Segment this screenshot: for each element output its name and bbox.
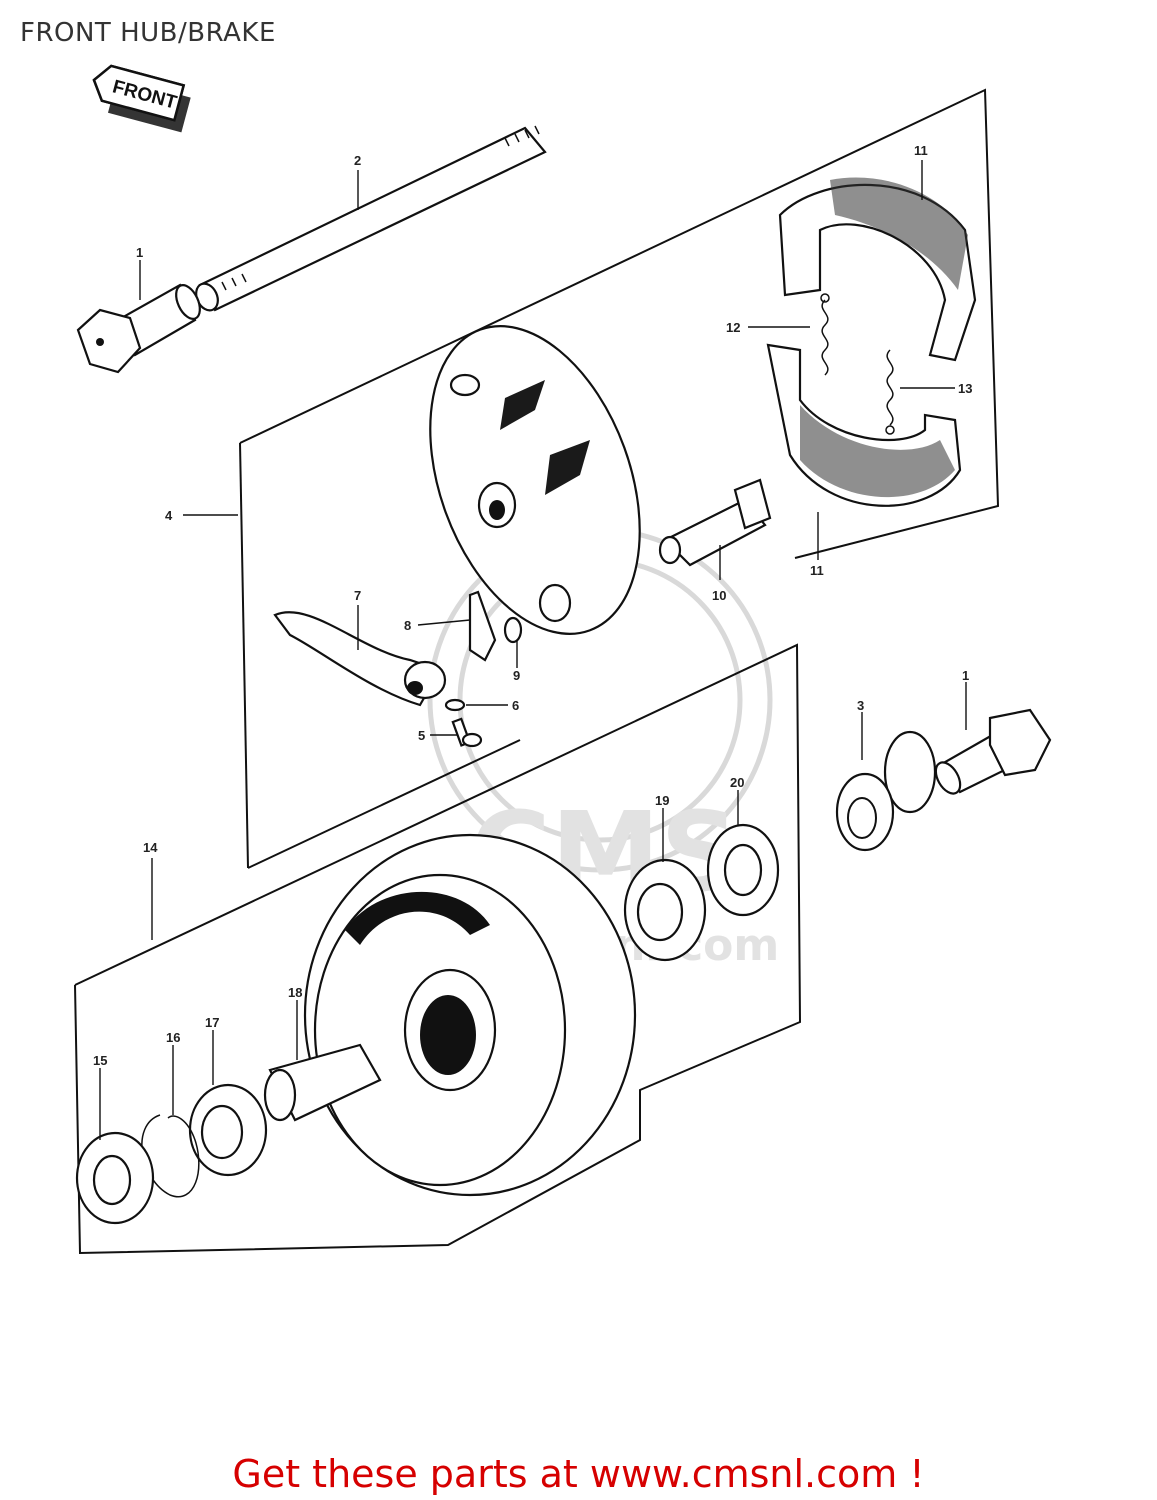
lever-bolt [451, 717, 483, 748]
axle-bolt-right [934, 708, 1052, 795]
brake-spring-13 [885, 349, 895, 435]
part-label-6: 6 [512, 698, 519, 713]
front-direction-arrow: FRONT [92, 64, 191, 133]
wheel-hub [303, 833, 637, 1197]
part-label-17: 17 [205, 1015, 219, 1030]
part-label-1-right: 1 [962, 668, 969, 683]
page-title: FRONT HUB/BRAKE [20, 18, 276, 48]
part-label-20: 20 [730, 775, 744, 790]
brake-lever [273, 611, 447, 707]
part-label-11-bottom: 11 [810, 563, 824, 578]
part-label-7: 7 [354, 588, 361, 603]
part-label-1-left: 1 [136, 245, 143, 260]
oil-seal-20 [706, 823, 780, 917]
axle-collar [835, 730, 937, 852]
wear-indicator [468, 590, 497, 662]
part-label-18: 18 [288, 985, 302, 1000]
brake-shoe-top [778, 177, 977, 362]
hub-frame [74, 643, 802, 1255]
brake-panel-frame [239, 88, 1000, 559]
part-label-19: 19 [655, 793, 669, 808]
washer [503, 616, 523, 644]
part-label-10: 10 [712, 588, 726, 603]
part-label-3: 3 [857, 698, 864, 713]
distance-collar [263, 1043, 382, 1122]
axle-shaft [195, 125, 547, 312]
footer-cta-link[interactable]: Get these parts at www.cmsnl.com ! [232, 1452, 925, 1496]
part-label-14: 14 [143, 840, 158, 855]
brake-shoe-bottom [766, 343, 962, 507]
brake-panel [429, 325, 641, 635]
exploded-parts-diagram: CMS www.cmsnl.com FRONT [74, 64, 1052, 1255]
part-label-11-top: 11 [914, 143, 928, 158]
part-label-16: 16 [166, 1030, 180, 1045]
part-label-5: 5 [418, 728, 425, 743]
part-label-4: 4 [165, 508, 173, 523]
axle-bolt-left [76, 283, 201, 374]
bearing-17 [188, 1083, 268, 1177]
bolt-washer [444, 698, 466, 712]
part-label-2: 2 [354, 153, 361, 168]
brake-spring-12 [820, 293, 830, 376]
part-label-9: 9 [513, 668, 520, 683]
part-label-8: 8 [404, 618, 411, 633]
part-label-13: 13 [958, 381, 972, 396]
brake-cam [658, 478, 772, 567]
part-label-15: 15 [93, 1053, 107, 1068]
bearing-19 [623, 858, 707, 962]
part-label-12: 12 [726, 320, 740, 335]
oil-seal-15 [75, 1131, 155, 1225]
